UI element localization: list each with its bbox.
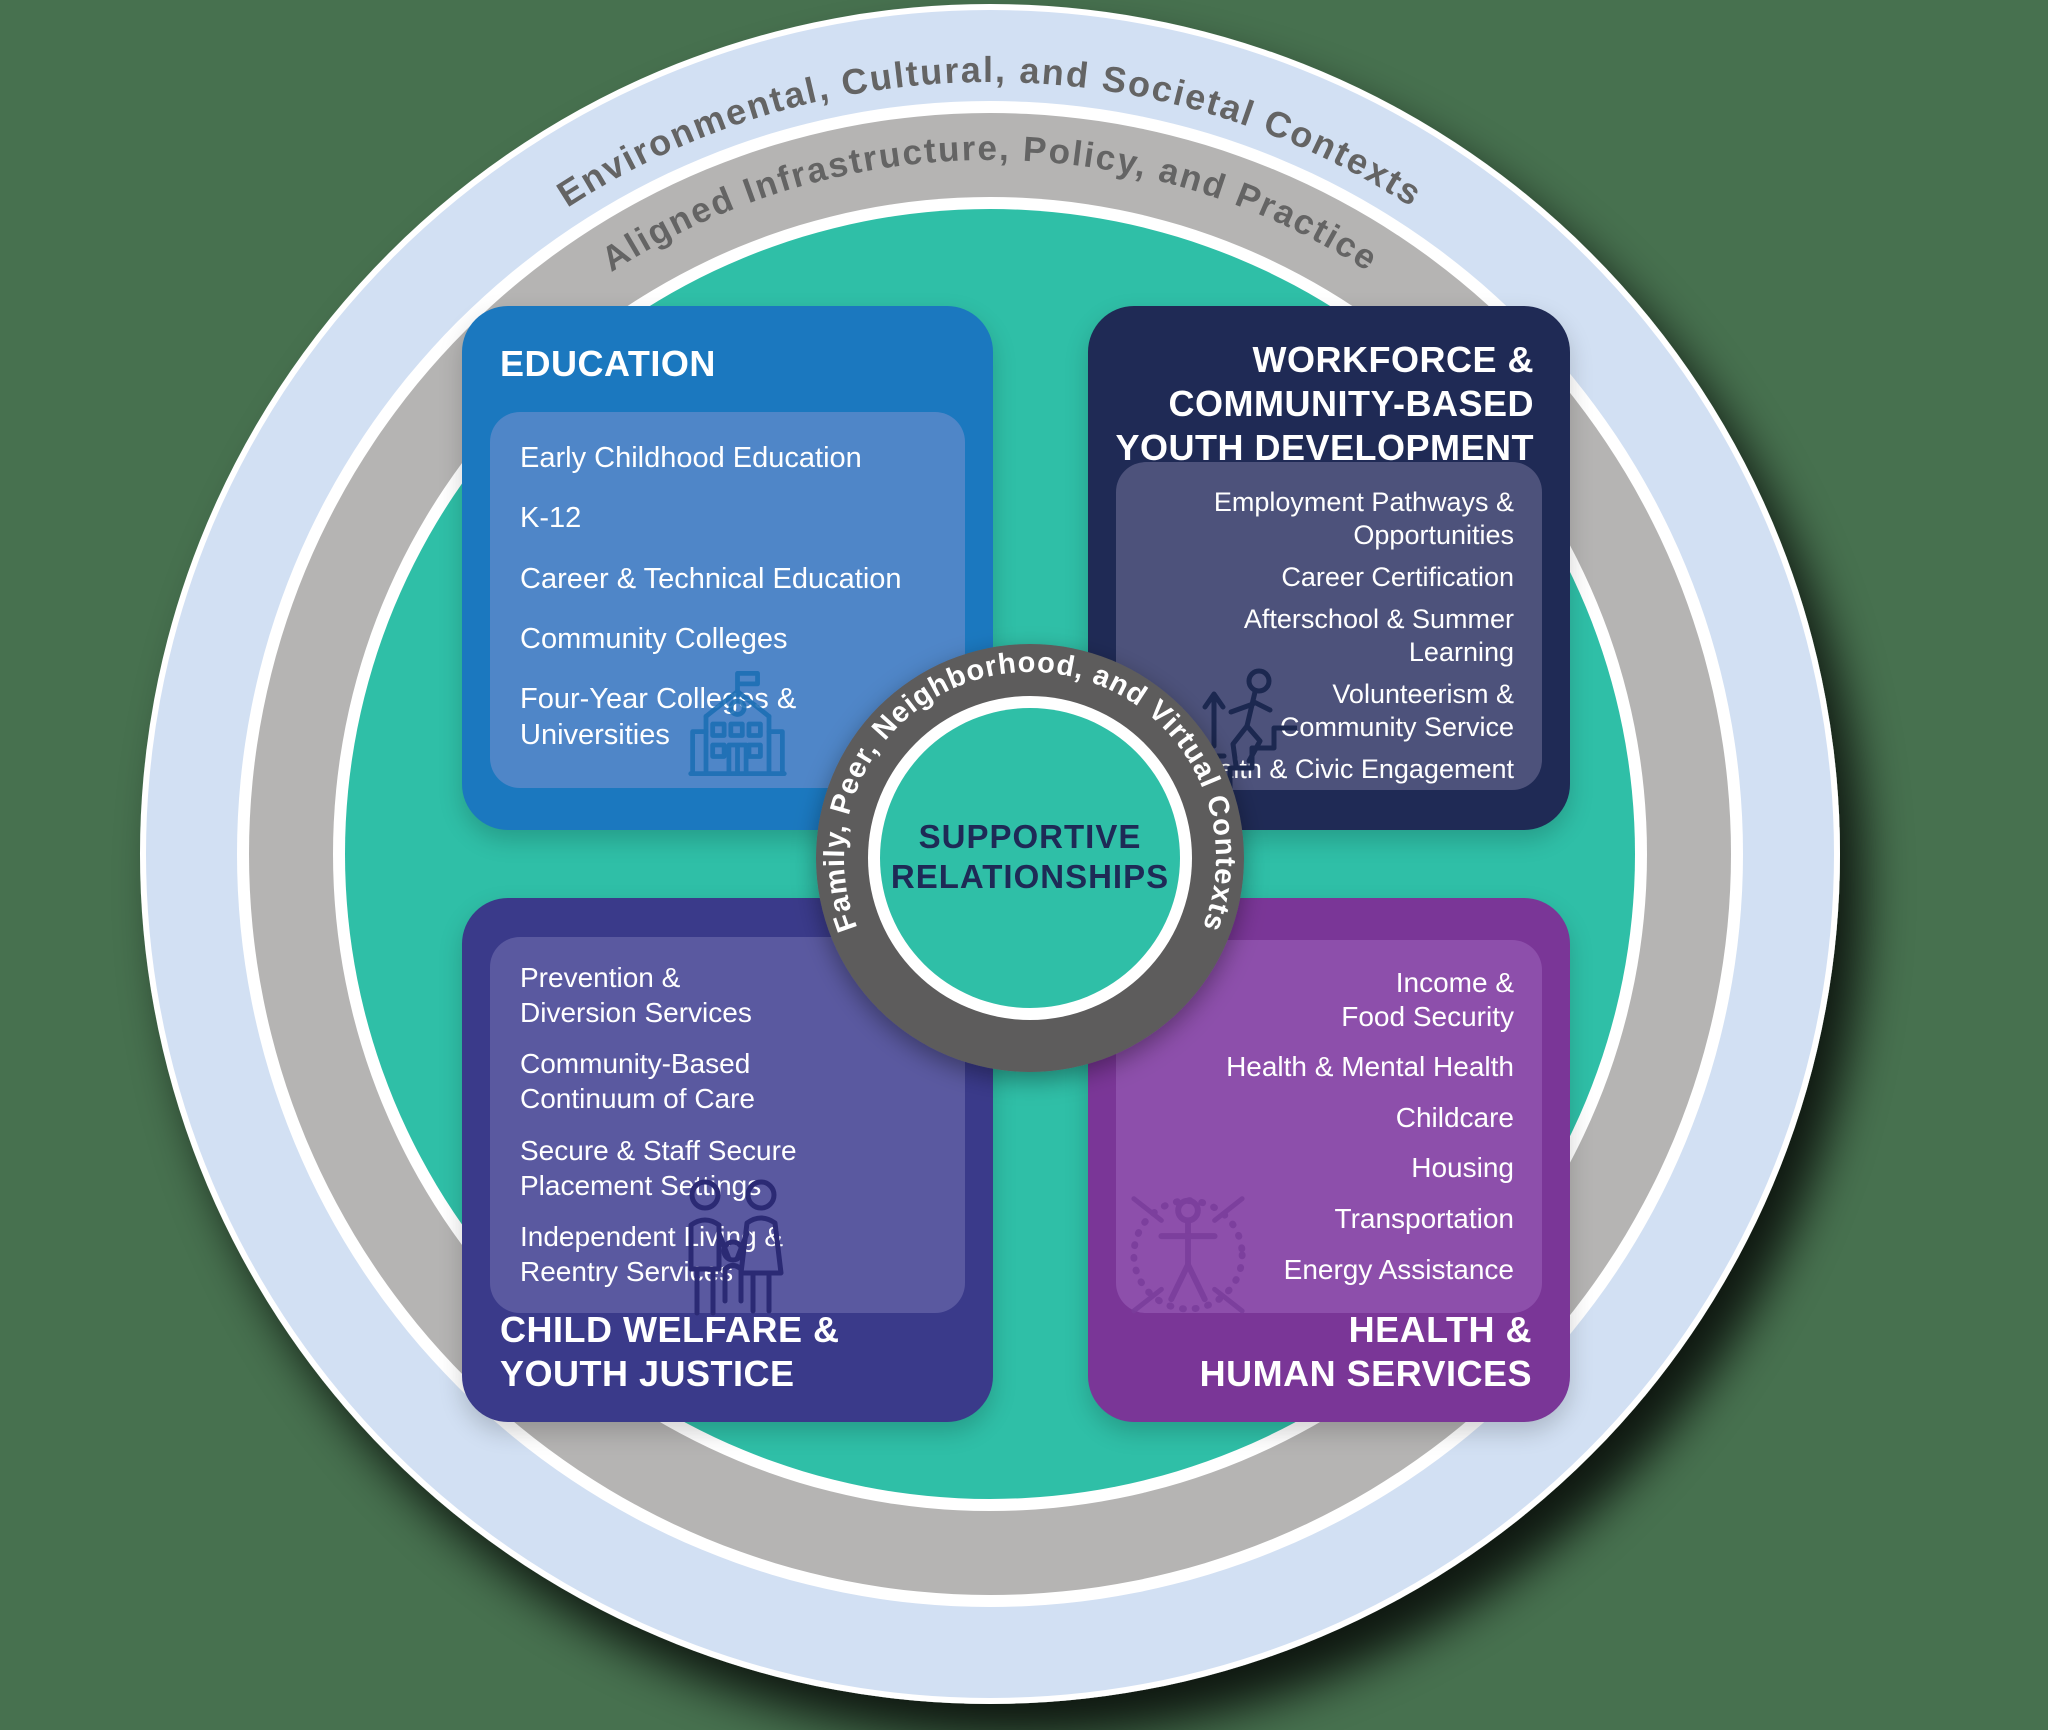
list-item: Prevention & Diversion Services xyxy=(520,962,752,1028)
list-item: Career & Technical Education xyxy=(520,562,902,595)
workforce-title: WORKFORCE & COMMUNITY-BASED YOUTH DEVELO… xyxy=(1115,339,1534,468)
list-item: K-12 xyxy=(520,502,582,535)
list-item: Health & Mental Health xyxy=(1226,1051,1514,1083)
family-icon xyxy=(688,1179,784,1316)
school-building-icon xyxy=(688,671,787,777)
list-item: Early Childhood Education xyxy=(520,442,862,474)
child-welfare-title: CHILD WELFARE & YOUTH JUSTICE xyxy=(500,1309,840,1395)
list-item: Secure & Staff Secure Placement Settings xyxy=(520,1134,797,1201)
list-item: Income & Food Security xyxy=(1341,967,1514,1032)
list-item: Volunteerism & Community Service xyxy=(1279,678,1514,742)
workforce-panel: Employment Pathways & Opportunities Care… xyxy=(1116,462,1542,790)
person-in-circle-icon xyxy=(1130,1196,1246,1314)
list-item: Community-Based Continuum of Care xyxy=(520,1048,756,1115)
education-title: EDUCATION xyxy=(500,343,716,384)
list-item: Four-Year Colleges & Universities xyxy=(520,683,797,752)
center-title-line2: RELATIONSHIPS xyxy=(891,858,1169,895)
list-item: Transportation xyxy=(1334,1202,1515,1234)
child-welfare-panel: Prevention & Diversion Services Communit… xyxy=(490,937,965,1316)
center-teal-circle xyxy=(880,708,1180,1008)
center-title-line1: SUPPORTIVE xyxy=(919,818,1142,855)
list-item: Career Certification xyxy=(1281,561,1514,592)
list-item: Childcare xyxy=(1395,1101,1514,1133)
health-title: HEALTH & HUMAN SERVICES xyxy=(1199,1309,1532,1395)
list-item: Housing xyxy=(1411,1152,1514,1184)
list-item: Afterschool & Summer Learning xyxy=(1243,603,1514,667)
list-item: Energy Assistance xyxy=(1283,1253,1514,1285)
list-item: Employment Pathways & Opportunities xyxy=(1213,487,1514,550)
list-item: Community Colleges xyxy=(520,622,788,655)
list-item: Independent Living & Reentry Services xyxy=(520,1221,784,1288)
supportive-relationships-badge: Family, Peer, Neighborhood, and Virtual … xyxy=(816,644,1244,1072)
